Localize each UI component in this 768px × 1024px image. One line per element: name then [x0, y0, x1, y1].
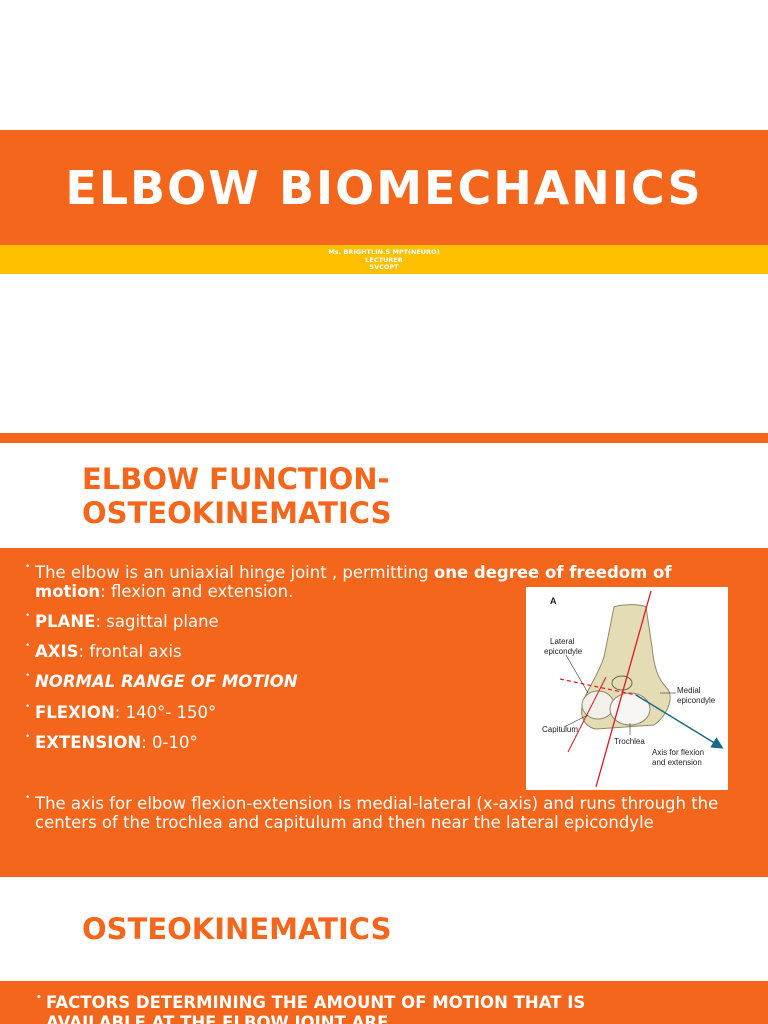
bullet-dot: •	[25, 611, 31, 621]
label-capitulum: Capitulum	[542, 725, 578, 734]
bullet-dot: •	[25, 641, 31, 651]
bullet-dot: •	[36, 993, 42, 1003]
bullet-item: • NORMAL RANGE OF MOTION	[25, 671, 298, 691]
heading-line: OSTEOKINEMATICS	[82, 496, 392, 530]
slide-title: ELBOW BIOMECHANICS	[65, 160, 703, 215]
elbow-axis-figure: A Lateral epicondyle Medial epicondyle C…	[526, 587, 728, 790]
humerus-diagram: A Lateral epicondyle Medial epicondyle C…	[542, 590, 724, 788]
label-axis: Axis for flexion	[652, 748, 704, 757]
bullet-dot: •	[25, 702, 31, 712]
bullet-dot: •	[25, 562, 31, 572]
bullet-dot: •	[25, 793, 31, 803]
bullet-item: • AXIS: frontal axis	[25, 641, 182, 661]
bullet-item: • PLANE: sagittal plane	[25, 611, 219, 631]
trochlea-shape	[609, 692, 651, 726]
bullet-item: • The axis for elbow flexion-extension i…	[25, 793, 740, 832]
slide3-heading: OSTEOKINEMATICS	[82, 912, 392, 946]
label-lateral-epicondyle: Lateral	[550, 637, 575, 646]
bullet-dot: •	[25, 671, 31, 681]
presenter-info: Ms. BRIGHTLIN.S MPT(NEURO) LECTURER SVCO…	[0, 248, 768, 272]
bullet-dot: •	[25, 732, 31, 742]
slide-divider	[0, 433, 768, 443]
bullet-item: • EXTENSION: 0-10°	[25, 732, 198, 752]
presenter-role: LECTURER	[365, 255, 403, 264]
slide2-heading: ELBOW FUNCTION- OSTEOKINEMATICS	[82, 462, 742, 530]
subtitle-strip	[0, 245, 768, 274]
axis-arrow	[635, 694, 724, 749]
svg-text:and extension: and extension	[652, 758, 702, 767]
content-panel: • FACTORS DETERMINING THE AMOUNT OF MOTI…	[0, 981, 768, 1024]
title-banner	[0, 130, 768, 245]
heading-line: ELBOW FUNCTION-	[82, 462, 390, 496]
label-medial-epicondyle: Medial	[677, 686, 701, 695]
svg-text:epicondyle: epicondyle	[677, 696, 716, 705]
presenter-institution: SVCOPT	[369, 263, 399, 271]
presenter-name: Ms. BRIGHTLIN.S MPT(NEURO)	[328, 248, 440, 256]
svg-text:epicondyle: epicondyle	[544, 647, 583, 656]
bullet-item: • FLEXION: 140°- 150°	[25, 702, 216, 722]
bullet-item: • FACTORS DETERMINING THE AMOUNT OF MOTI…	[36, 993, 746, 1024]
figure-panel-letter: A	[550, 596, 557, 606]
label-trochlea: Trochlea	[614, 737, 645, 746]
bullet-item: • The elbow is an uniaxial hinge joint ,…	[25, 562, 735, 601]
